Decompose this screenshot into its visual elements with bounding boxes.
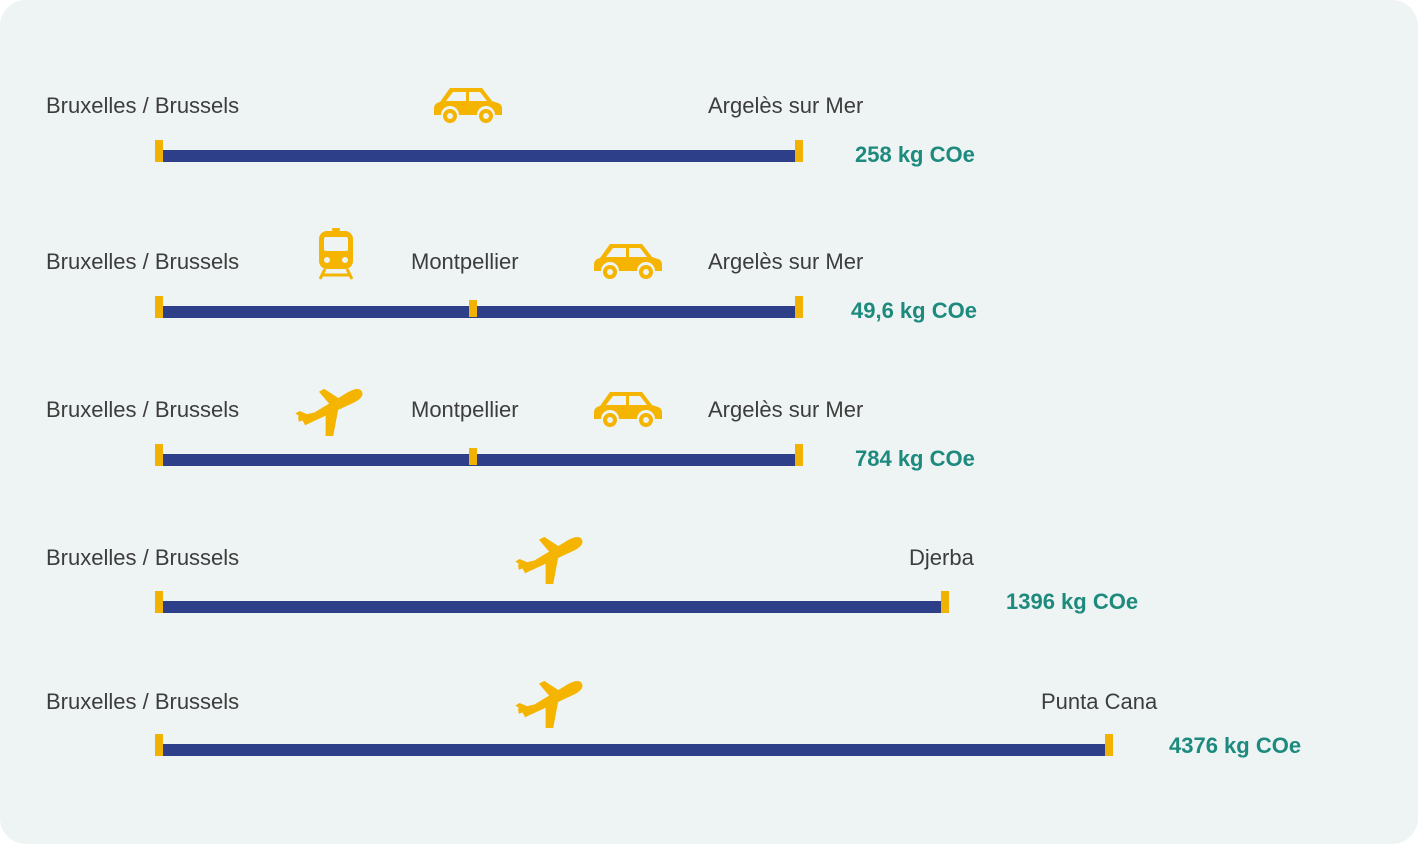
stop-marker [795, 444, 803, 466]
stop-marker [155, 296, 163, 318]
emission-value: 4376 kg COe [1169, 733, 1302, 758]
stop-marker [155, 140, 163, 162]
emission-value: 49,6 kg COe [851, 298, 977, 323]
emission-value: 258 kg COe [855, 142, 975, 167]
train-icon [316, 228, 356, 285]
route-line [159, 744, 1109, 756]
route-line [159, 306, 798, 318]
plane-icon [294, 380, 368, 443]
plane-icon [514, 528, 588, 591]
car-icon [592, 240, 664, 287]
emission-value: 784 kg COe [855, 446, 975, 471]
stop-marker [941, 591, 949, 613]
destination-label: Djerba [909, 545, 974, 570]
stop-label: Montpellier [411, 249, 519, 274]
emission-value: 1396 kg COe [1006, 589, 1139, 614]
origin-label: Bruxelles / Brussels [46, 93, 240, 118]
destination-label: Argelès sur Mer [708, 249, 864, 274]
origin-label: Bruxelles / Brussels [46, 397, 240, 422]
origin-label: Bruxelles / Brussels [46, 249, 240, 274]
stop-marker [469, 448, 477, 465]
stop-marker [795, 140, 803, 162]
stop-marker [155, 734, 163, 756]
stop-marker [155, 591, 163, 613]
stop-marker [795, 296, 803, 318]
stop-marker [1105, 734, 1113, 756]
destination-label: Argelès sur Mer [708, 397, 864, 422]
origin-label: Bruxelles / Brussels [46, 545, 240, 570]
route-line [159, 454, 798, 466]
stop-marker [469, 300, 477, 317]
route-line [159, 601, 944, 613]
destination-label: Argelès sur Mer [708, 93, 864, 118]
stop-label: Montpellier [411, 397, 519, 422]
destination-label: Punta Cana [1041, 689, 1158, 714]
origin-label: Bruxelles / Brussels [46, 689, 240, 714]
car-icon [592, 388, 664, 435]
plane-icon [514, 672, 588, 735]
stop-marker [155, 444, 163, 466]
car-icon [432, 84, 504, 131]
route-line [159, 150, 798, 162]
